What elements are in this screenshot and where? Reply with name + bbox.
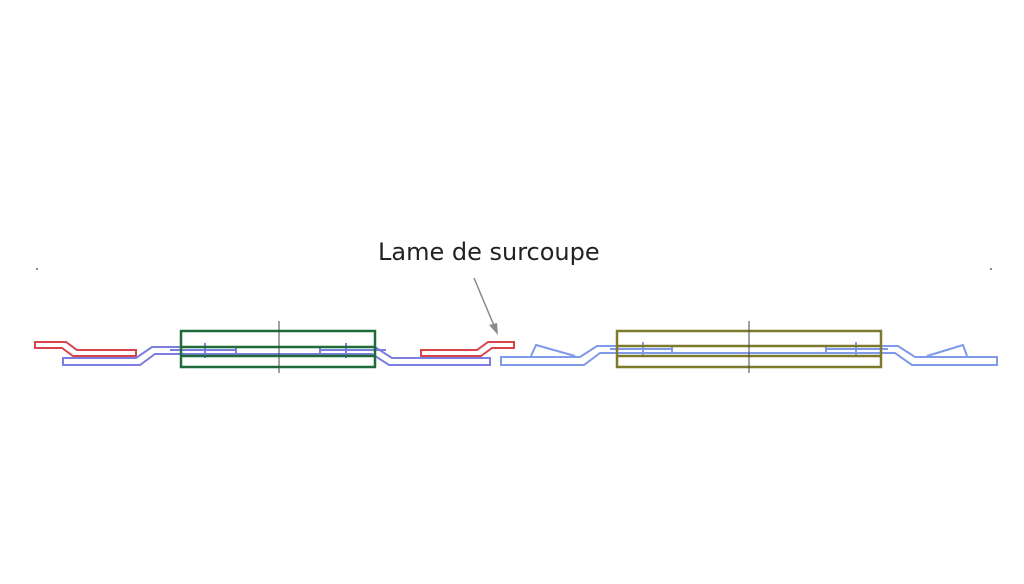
right-light-blue-blade [500,342,998,366]
left-corner-mark [36,268,38,270]
annotation: Lame de surcoupe [378,238,600,335]
left-green-frame [179,329,377,369]
right-assembly [500,321,998,373]
right-corner-mark [990,268,992,270]
left-assembly [34,321,515,373]
left-red-blade-right [420,341,515,357]
annotation-arrow-head [489,323,498,335]
annotation-arrow-line [473,277,496,329]
annotation-label: Lame de surcoupe [378,238,600,266]
left-red-blade-left [34,341,137,357]
